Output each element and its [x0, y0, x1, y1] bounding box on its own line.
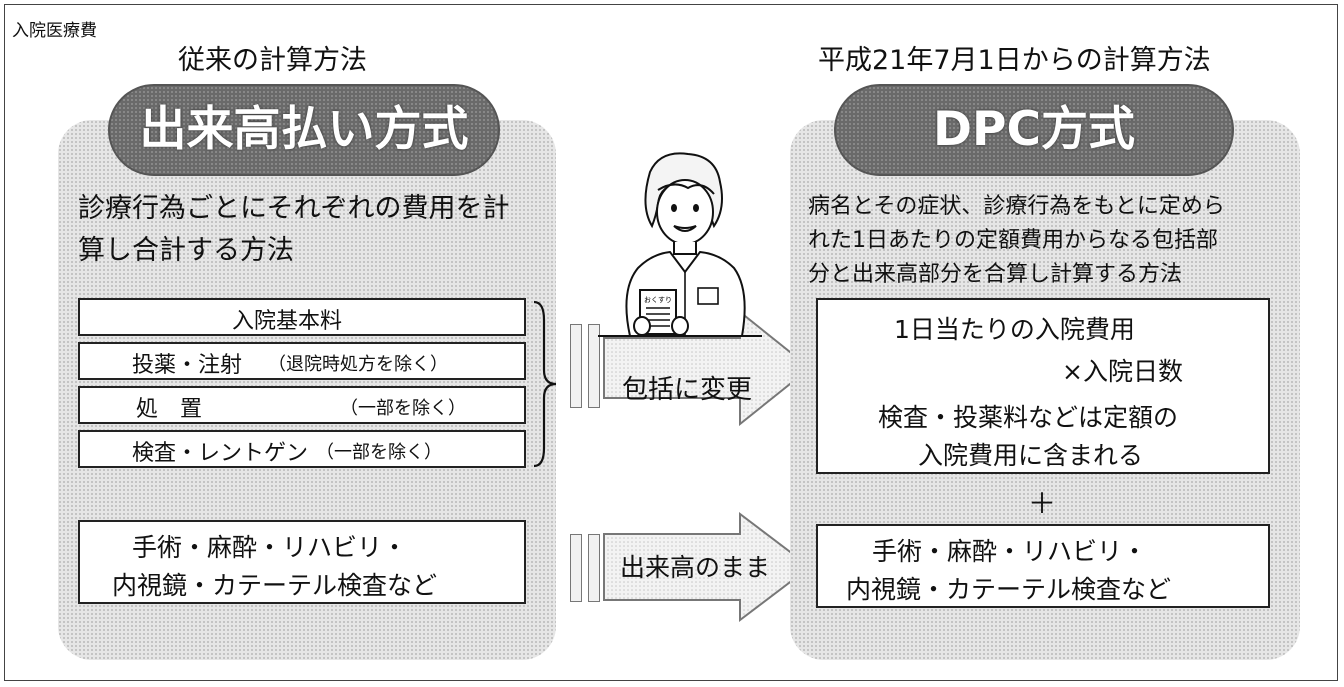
item-main: 投薬・注射 — [132, 353, 243, 378]
right-method-pill: DPC方式 — [834, 84, 1234, 176]
item-note: （一部を除く） — [340, 398, 466, 419]
item-main: 入院基本料 — [232, 309, 343, 334]
bottom-arrow-label: 出来高のまま — [620, 553, 771, 582]
left-method-pill: 出来高払い方式 — [108, 84, 500, 176]
arrow-right-icon — [603, 512, 812, 622]
arrow-tail-strip — [570, 534, 582, 602]
item-box — [78, 342, 526, 380]
right-bottom-box — [816, 524, 1270, 608]
arrow-tail-strip — [588, 534, 600, 602]
right-bottom-line-2: 内視鏡・カテーテル検査など — [846, 575, 1172, 604]
arrow-tail-strip — [570, 324, 582, 408]
right-heading: 平成21年7月1日からの計算方法 — [818, 45, 1211, 76]
right-description-line-3: 分と出来高部分を合算し計算する方法 — [808, 262, 1183, 287]
item-note: （退院時処方を除く） — [268, 354, 448, 375]
left-bottom-line-2: 内視鏡・カテーテル検査など — [112, 571, 438, 600]
plus-sign: ＋ — [1028, 487, 1057, 520]
left-description-line-2: 算し合計する方法 — [78, 235, 294, 266]
diagram-frame — [4, 4, 1338, 681]
item-note: （一部を除く） — [316, 442, 442, 463]
left-bottom-line-1: 手術・麻酔・リハビリ・ — [132, 533, 408, 562]
left-description-line-1: 診療行為ごとにそれぞれの費用を計 — [78, 193, 510, 224]
right-description-line-2: れた1日あたりの定額費用からなる包括部 — [808, 228, 1218, 253]
doctor-figure-icon: おくすり — [598, 152, 762, 337]
right-box-line-1: 1日当たりの入院費用 — [894, 315, 1135, 344]
item-main: 処 置 — [136, 397, 203, 422]
left-bottom-box — [78, 520, 526, 604]
right-box-line-3: 検査・投薬料などは定額の — [878, 403, 1179, 432]
top-arrow-label: 包括に変更 — [622, 375, 753, 405]
item-box — [78, 386, 526, 424]
right-brace-icon — [533, 300, 557, 468]
right-bottom-line-1: 手術・麻酔・リハビリ・ — [872, 537, 1148, 566]
right-description-line-1: 病名とその症状、診療行為をもとに定めら — [808, 194, 1225, 219]
right-box-line-2: ×入院日数 — [1062, 357, 1183, 386]
right-box-line-4: 入院費用に含まれる — [918, 441, 1144, 470]
left-heading: 従来の計算方法 — [178, 45, 367, 76]
right-inclusive-box — [816, 298, 1270, 474]
item-main: 検査・レントゲン — [132, 441, 309, 466]
item-box — [78, 298, 526, 336]
arrow-tail-strip — [588, 324, 600, 408]
corner-label: 入院医療費 — [12, 21, 97, 41]
item-box — [78, 430, 526, 468]
sign-text: おくすり — [644, 296, 672, 304]
